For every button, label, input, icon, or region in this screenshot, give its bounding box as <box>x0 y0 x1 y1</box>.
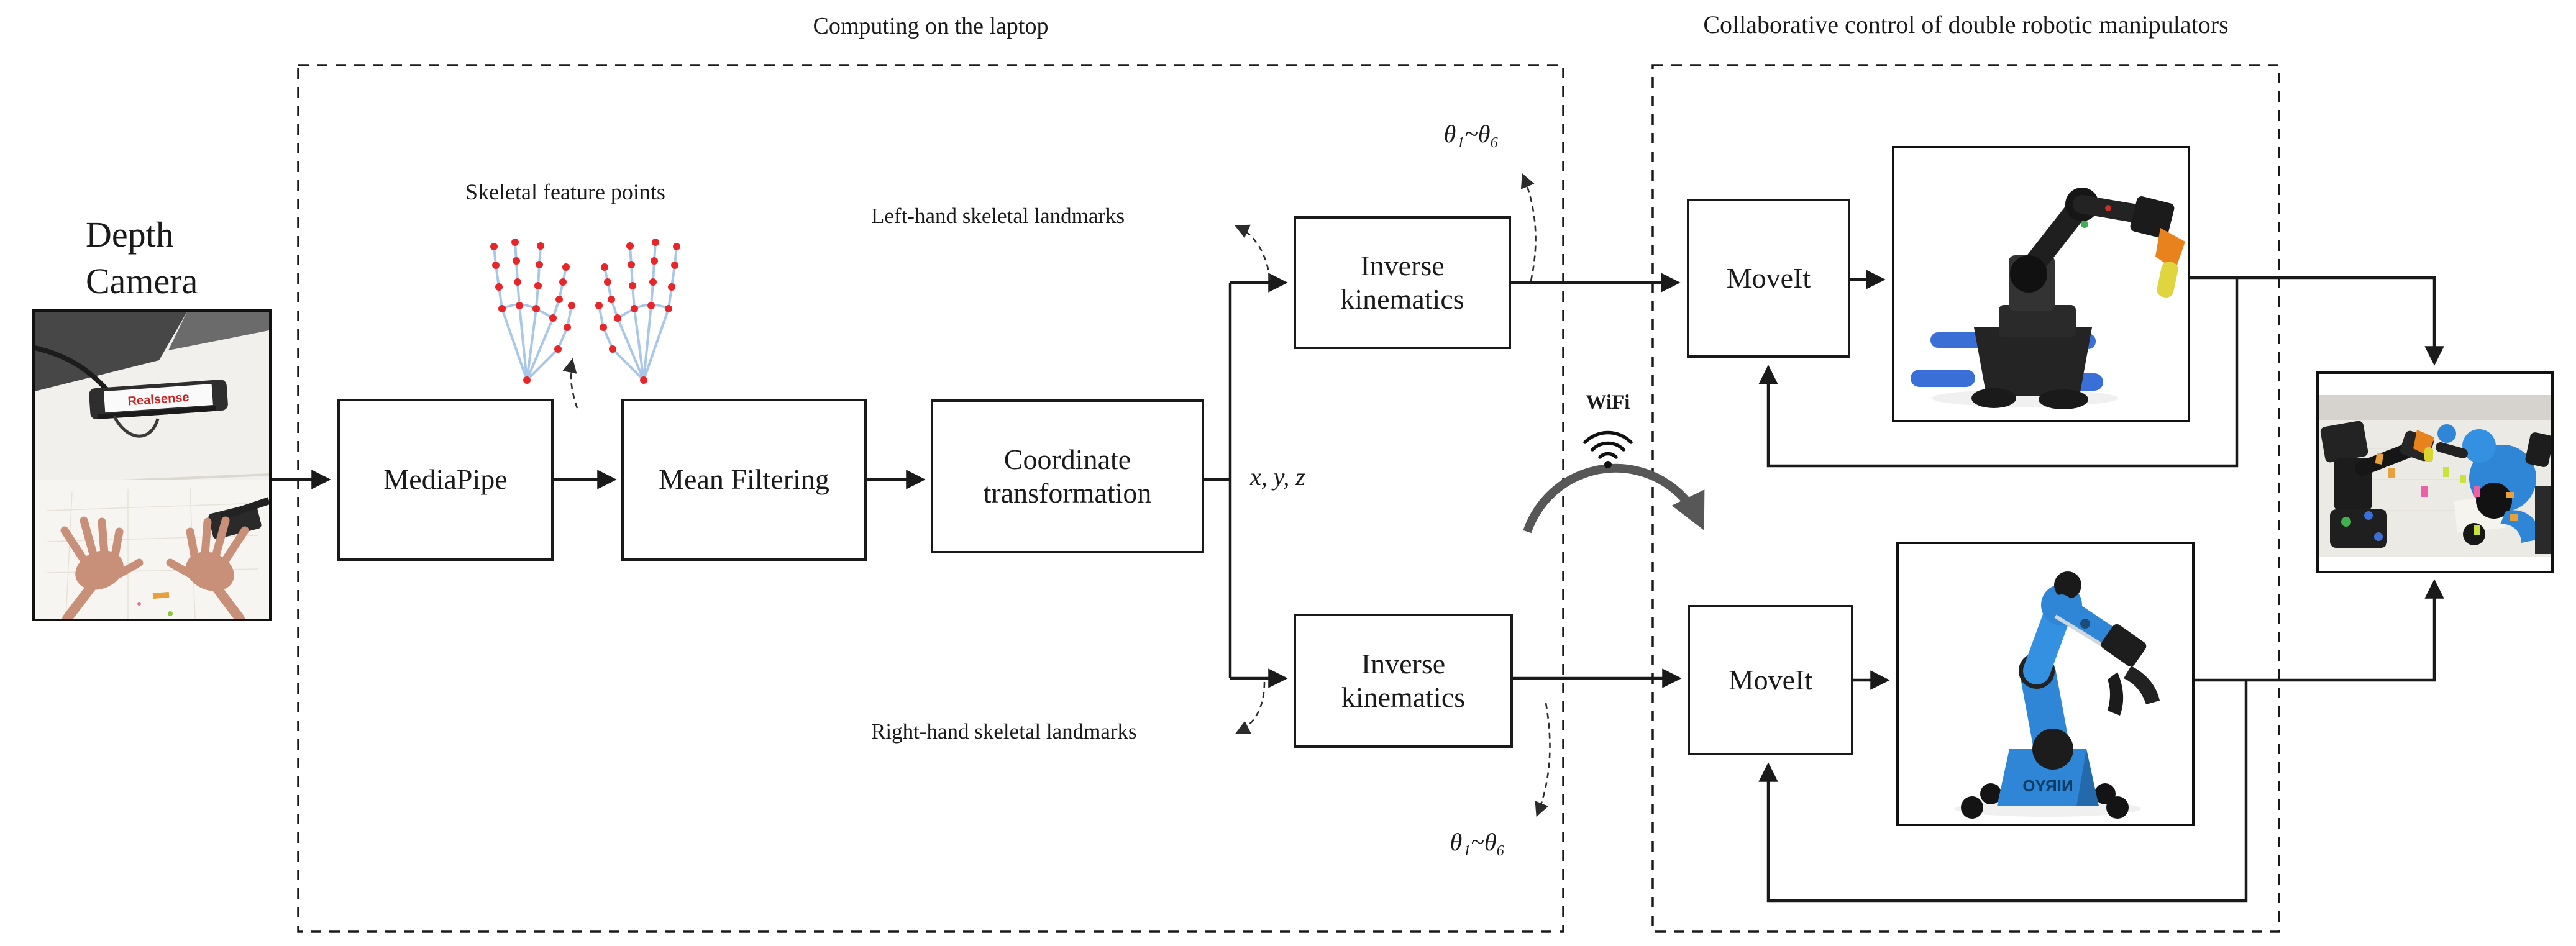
hands <box>60 516 249 624</box>
xyz-label: x, y, z <box>1250 463 1305 491</box>
scene-markers <box>2375 453 2518 535</box>
inverse-kinematics-bottom-box: Inverse kinematics <box>1294 614 1513 748</box>
black-robot-photo <box>1892 146 2190 422</box>
wifi-icon <box>1583 430 1633 468</box>
arrow-to-theta-top <box>1520 173 1537 281</box>
right-group-title: Collaborative control of double robotic … <box>1703 11 2229 39</box>
annotation-arrows <box>562 173 1551 817</box>
flow-arrows <box>272 270 2444 903</box>
blue-robot-art: NIRYO <box>1899 544 2192 824</box>
wifi-label: WiFi <box>1586 391 1630 414</box>
depth-camera-label-line2: Camera <box>86 261 198 302</box>
hand-skeletons-illustration <box>490 237 682 385</box>
black-robot-art <box>1894 148 2188 420</box>
arrow-to-skeleton-illustration <box>562 358 578 409</box>
blue-robot-photo: NIRYO <box>1896 542 2195 826</box>
arrow-robot-black-to-scene <box>2190 276 2444 366</box>
feedback-top-loop <box>1758 278 2239 468</box>
moveit-top-box: MoveIt <box>1687 199 1850 358</box>
skeletal-feature-points-label: Skeletal feature points <box>465 180 665 204</box>
laptop-group-border <box>297 64 1564 933</box>
mediapipe-box: MediaPipe <box>337 399 554 561</box>
scene-black-robot <box>2320 421 2434 548</box>
scene-blue-robot <box>2436 424 2554 554</box>
right-hand-landmarks-label: Right-hand skeletal landmarks <box>871 719 1137 744</box>
mean-filtering-box: Mean Filtering <box>621 399 867 561</box>
arrow-robot-blue-to-scene <box>2195 579 2444 682</box>
depth-camera-label-line1: Depth <box>86 214 174 255</box>
theta-bottom-label: θ₁~θ₆ <box>1450 828 1505 856</box>
depth-camera-photo-art: Realsense <box>34 312 270 624</box>
left-group-title: Computing on the laptop <box>813 13 1049 39</box>
moveit-bottom-box: MoveIt <box>1688 605 1853 755</box>
arrow-to-left-hand-label <box>1234 224 1271 280</box>
realsense-camera: Realsense <box>89 380 228 420</box>
coordinate-transformation-box: Coordinate transformation <box>931 399 1204 553</box>
arrow-to-right-hand-label <box>1235 681 1266 734</box>
depth-camera-photo: Realsense <box>32 309 272 624</box>
feedback-bottom-loop <box>1758 680 2248 903</box>
theta-top-label: θ₁~θ₆ <box>1443 120 1499 148</box>
workspace-scene-art <box>2319 374 2554 571</box>
niryo-base-label: NIRYO <box>2022 776 2073 795</box>
wifi-transfer-arrow <box>1523 463 1705 534</box>
workspace-scene-photo <box>2316 371 2554 573</box>
left-hand-landmarks-label: Left-hand skeletal landmarks <box>871 204 1125 228</box>
arrow-to-theta-bottom <box>1535 703 1551 817</box>
inverse-kinematics-top-box: Inverse kinematics <box>1294 216 1511 349</box>
